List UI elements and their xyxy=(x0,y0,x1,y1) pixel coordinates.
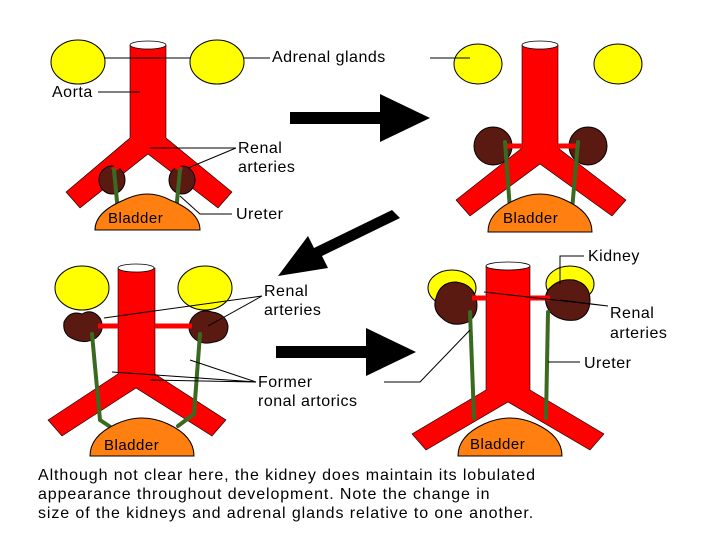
leader-former-4 xyxy=(384,329,471,383)
kidney-left xyxy=(63,311,103,343)
leader-former xyxy=(111,359,257,383)
caption-line-2: appearance throughout development. Note … xyxy=(38,486,491,503)
label-former-a: Former xyxy=(258,374,313,391)
label-ureter-4: Ureter xyxy=(584,355,632,372)
label-kidney: Kidney xyxy=(588,248,640,265)
aorta-top xyxy=(117,263,155,273)
leader-renal-3 xyxy=(103,295,263,327)
adrenal-gland-left xyxy=(50,39,106,85)
kidney-right xyxy=(168,165,196,195)
bladder xyxy=(89,417,195,457)
bladder-label: Bladder xyxy=(108,210,163,227)
leader-renal-4 xyxy=(483,291,609,307)
aorta xyxy=(411,265,605,451)
label-renal-3a: Renal xyxy=(264,283,308,300)
bladder-label: Bladder xyxy=(503,210,558,227)
ureter-left xyxy=(503,140,512,212)
label-renal-1b: arteries xyxy=(238,159,295,176)
ureter-left xyxy=(90,332,114,430)
label-aorta: Aorta xyxy=(52,84,93,101)
aorta-top xyxy=(521,40,559,50)
adrenal-gland-right xyxy=(177,265,233,311)
panel-3: Bladder Renal arteries Former ronal arto… xyxy=(47,263,357,457)
adrenal-gland-right xyxy=(593,43,643,85)
kidney-left xyxy=(434,281,478,325)
aorta-top xyxy=(129,40,167,50)
label-adrenal-glands: Adrenal glands xyxy=(272,49,386,66)
ureter-left xyxy=(468,310,476,420)
ureter-right xyxy=(570,140,580,212)
arrow-right-bottom xyxy=(276,328,416,376)
label-renal-4b: arteries xyxy=(610,325,667,342)
label-former-b: ronal artorics xyxy=(258,393,357,410)
label-ureter-1: Ureter xyxy=(236,206,284,223)
kidney-left xyxy=(98,165,126,195)
kidney-right xyxy=(188,310,229,344)
aorta xyxy=(47,267,227,437)
label-renal-4a: Renal xyxy=(610,305,654,322)
bladder-label: Bladder xyxy=(470,436,525,453)
label-renal-3b: arteries xyxy=(264,302,321,319)
bladder xyxy=(457,417,563,457)
bladder xyxy=(487,193,593,233)
ureter-right xyxy=(544,310,550,420)
panel-1: Bladder Adrenal glands Aorta Renal arter… xyxy=(50,39,386,231)
aorta-top xyxy=(485,261,531,271)
panel-2: Bladder xyxy=(430,40,643,233)
aorta xyxy=(455,44,627,217)
leader-renal-1 xyxy=(150,147,237,169)
arrow-right-top xyxy=(290,94,430,142)
bladder-label: Bladder xyxy=(104,437,159,454)
kidney-right xyxy=(544,279,591,321)
label-renal-1a: Renal xyxy=(238,140,282,157)
panel-4: Bladder Kidney Renal arteries Ureter xyxy=(384,248,667,457)
leader-kidney xyxy=(559,255,584,284)
caption: Although not clear here, the kidney does… xyxy=(38,466,688,523)
bladder xyxy=(94,193,201,231)
adrenal-gland-left xyxy=(453,43,503,85)
arrow-down-left xyxy=(278,210,400,276)
caption-line-3: size of the kidneys and adrenal glands r… xyxy=(38,505,535,522)
ureter-right xyxy=(176,332,202,428)
adrenal-gland-left xyxy=(54,265,110,311)
leader-ureter-1 xyxy=(179,195,232,215)
caption-line-1: Although not clear here, the kidney does… xyxy=(38,467,536,484)
adrenal-gland-right xyxy=(189,39,245,85)
